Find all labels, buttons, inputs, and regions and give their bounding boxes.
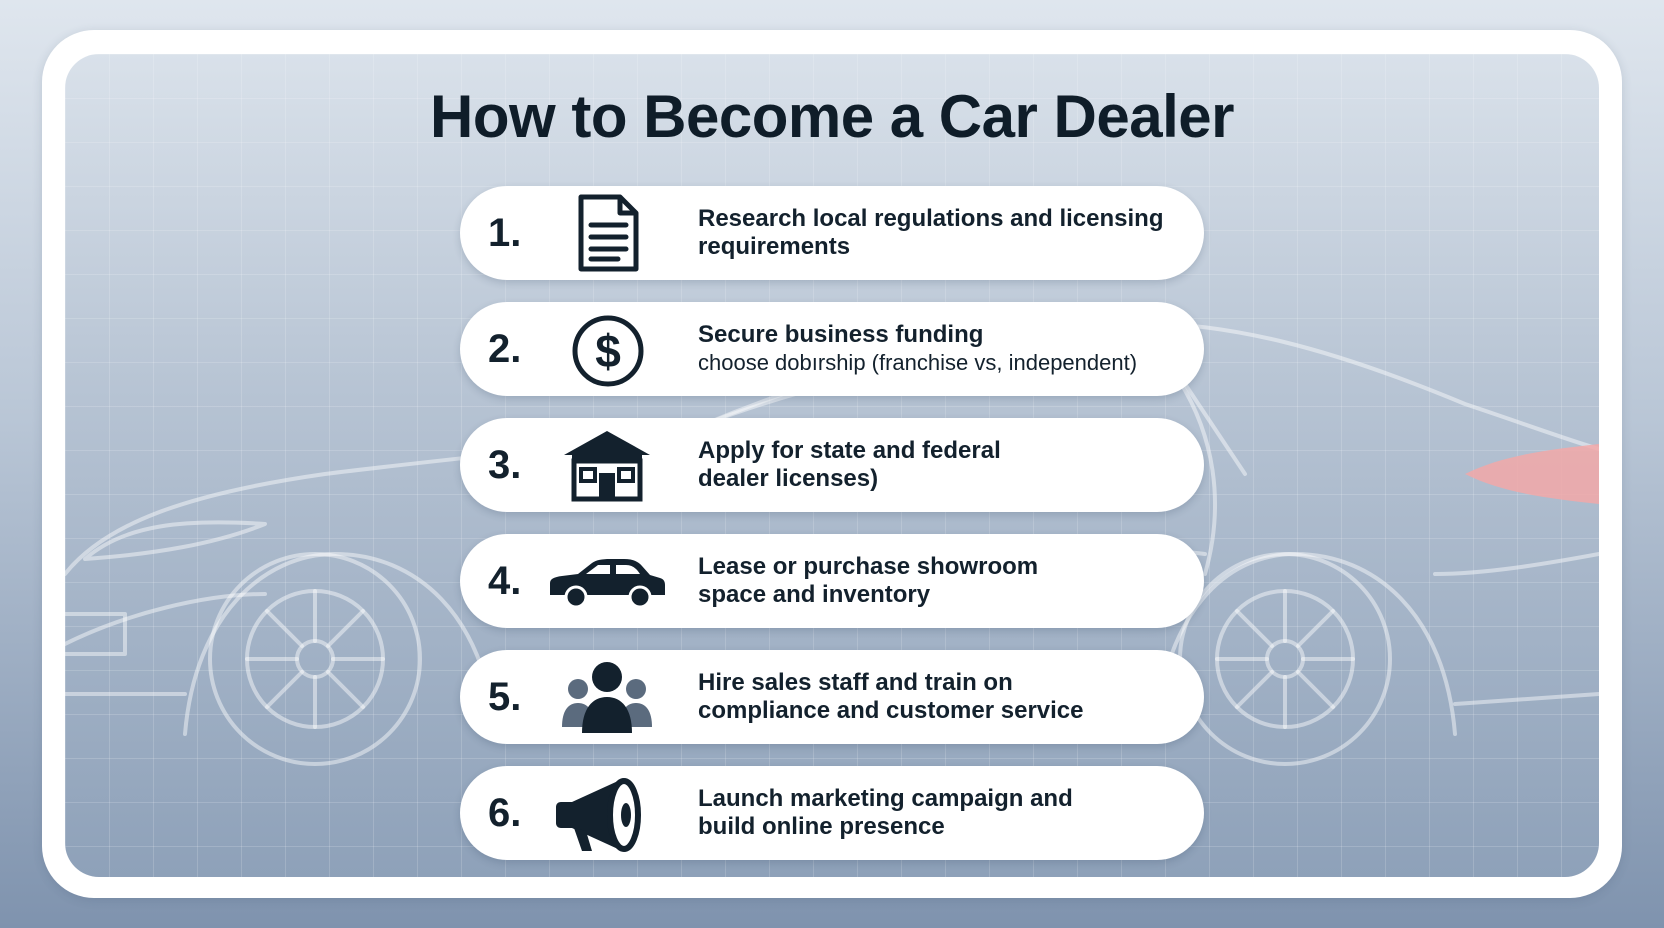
- step-line-1: Hire sales staff and train on: [698, 669, 1013, 696]
- megaphone-icon: [548, 773, 666, 853]
- step-description: Launch marketing campaign and build onli…: [698, 785, 1188, 841]
- step-item-5: 5. Hire sales staff and train on complia…: [460, 650, 1204, 744]
- step-line-1: Launch marketing campaign and: [698, 785, 1073, 812]
- car-icon: [548, 541, 666, 621]
- step-number: 3.: [488, 443, 522, 487]
- dollar-icon: $: [548, 309, 666, 389]
- document-icon: [548, 193, 666, 273]
- step-line-1: Secure business funding: [698, 321, 984, 348]
- page-title: How to Become a Car Dealer: [430, 83, 1234, 150]
- step-description: Apply for state and federal dealer licen…: [698, 437, 1188, 493]
- step-line-2: build online presence: [698, 813, 945, 840]
- step-item-6: 6. Launch marketing campaign and build o…: [460, 766, 1204, 860]
- step-item-4: 4. Lease or purchase showroom space and …: [460, 534, 1204, 628]
- step-line-2: space and inventory: [698, 581, 931, 608]
- step-description: Lease or purchase showroom space and inv…: [698, 553, 1188, 609]
- step-line-1: Apply for state and federal: [698, 437, 1001, 464]
- step-line-2: requirements: [698, 233, 851, 260]
- step-line-1: Research local regulations and licensing: [698, 205, 1164, 232]
- step-number: 5.: [488, 675, 522, 719]
- step-number: 1.: [488, 211, 522, 255]
- step-line-2: compliance and customer service: [698, 697, 1084, 724]
- step-line-1: Lease or purchase showroom: [698, 553, 1039, 580]
- step-number: 6.: [488, 791, 522, 835]
- svg-text:$: $: [595, 325, 621, 377]
- step-line-2: choose dobırship (franchise vs, independ…: [698, 350, 1138, 375]
- people-icon: [548, 657, 666, 737]
- step-item-2: 2. $ Secure business funding choose dobı…: [460, 302, 1204, 396]
- step-number: 4.: [488, 559, 522, 603]
- step-description: Hire sales staff and train on compliance…: [698, 669, 1188, 725]
- building-icon: [548, 425, 666, 505]
- step-description: Secure business funding choose dobırship…: [698, 321, 1188, 377]
- step-number: 2.: [488, 327, 522, 371]
- step-description: Research local regulations and licensing…: [698, 205, 1188, 261]
- step-item-1: 1. Research local regulations and licens…: [460, 186, 1204, 280]
- step-line-2: dealer licenses): [698, 465, 879, 492]
- step-item-3: 3. Apply for state and federal dealer li…: [460, 418, 1204, 512]
